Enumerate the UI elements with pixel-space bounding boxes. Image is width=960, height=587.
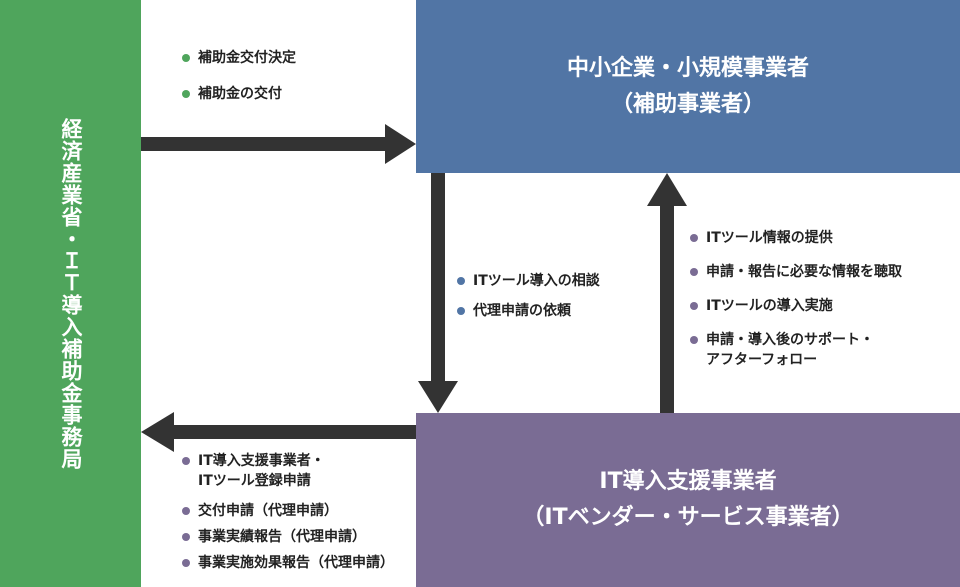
vendor-title: IT導入支援事業者 bbox=[599, 469, 777, 494]
bullet-dot-icon bbox=[690, 302, 698, 310]
arrow-gov-to-sme bbox=[141, 124, 416, 164]
bullet-dot-icon bbox=[690, 234, 698, 242]
list-item: 申請・導入後のサポート・アフターフォロー bbox=[688, 330, 902, 370]
list-item: 交付申請（代理申請） bbox=[180, 501, 394, 521]
sme-subtitle: （補助事業者） bbox=[610, 91, 765, 117]
vendor-subtitle: （ITベンダー・サービス事業者） bbox=[522, 505, 854, 530]
ministry-box: 経済産業省・ＩＴ導入補助金事務局 bbox=[0, 0, 141, 587]
bullet-dot-icon bbox=[690, 268, 698, 276]
arrow-vendor-to-gov bbox=[141, 412, 416, 452]
list-item: ITツール導入の相談 bbox=[455, 271, 600, 291]
bullet-dot-icon bbox=[182, 507, 190, 515]
sme-title: 中小企業・小規模事業者 bbox=[566, 55, 809, 81]
list-item: 補助金の交付 bbox=[180, 84, 296, 104]
gov-to-sme-list: 補助金交付決定 補助金の交付 bbox=[180, 48, 296, 120]
arrow-vendor-to-sme bbox=[647, 173, 687, 413]
bullet-dot-icon bbox=[182, 533, 190, 541]
sme-to-vendor-list: ITツール導入の相談 代理申請の依頼 bbox=[455, 271, 600, 331]
list-item: 事業実施効果報告（代理申請） bbox=[180, 553, 394, 573]
vendor-box: IT導入支援事業者 （ITベンダー・サービス事業者） bbox=[416, 413, 960, 587]
bullet-dot-icon bbox=[182, 457, 190, 465]
bullet-dot-icon bbox=[182, 559, 190, 567]
vendor-to-sme-list: ITツール情報の提供 申請・報告に必要な情報を聴取 ITツールの導入実施 申請・… bbox=[688, 228, 902, 384]
ministry-label: 経済産業省・ＩＴ導入補助金事務局 bbox=[59, 117, 83, 470]
sme-box: 中小企業・小規模事業者 （補助事業者） bbox=[416, 0, 960, 173]
bullet-dot-icon bbox=[182, 54, 190, 62]
list-item: ITツール情報の提供 bbox=[688, 228, 902, 248]
list-item: 申請・報告に必要な情報を聴取 bbox=[688, 262, 902, 282]
list-item: 代理申請の依頼 bbox=[455, 301, 600, 321]
bullet-dot-icon bbox=[457, 307, 465, 315]
arrow-sme-to-vendor bbox=[418, 173, 458, 413]
list-item: 補助金交付決定 bbox=[180, 48, 296, 68]
vendor-to-gov-list: IT導入支援事業者・ITツール登録申請 交付申請（代理申請） 事業実績報告（代理… bbox=[180, 451, 394, 579]
bullet-dot-icon bbox=[182, 90, 190, 98]
list-item: 事業実績報告（代理申請） bbox=[180, 527, 394, 547]
list-item: ITツールの導入実施 bbox=[688, 296, 902, 316]
bullet-dot-icon bbox=[690, 336, 698, 344]
bullet-dot-icon bbox=[457, 277, 465, 285]
list-item: IT導入支援事業者・ITツール登録申請 bbox=[180, 451, 394, 491]
